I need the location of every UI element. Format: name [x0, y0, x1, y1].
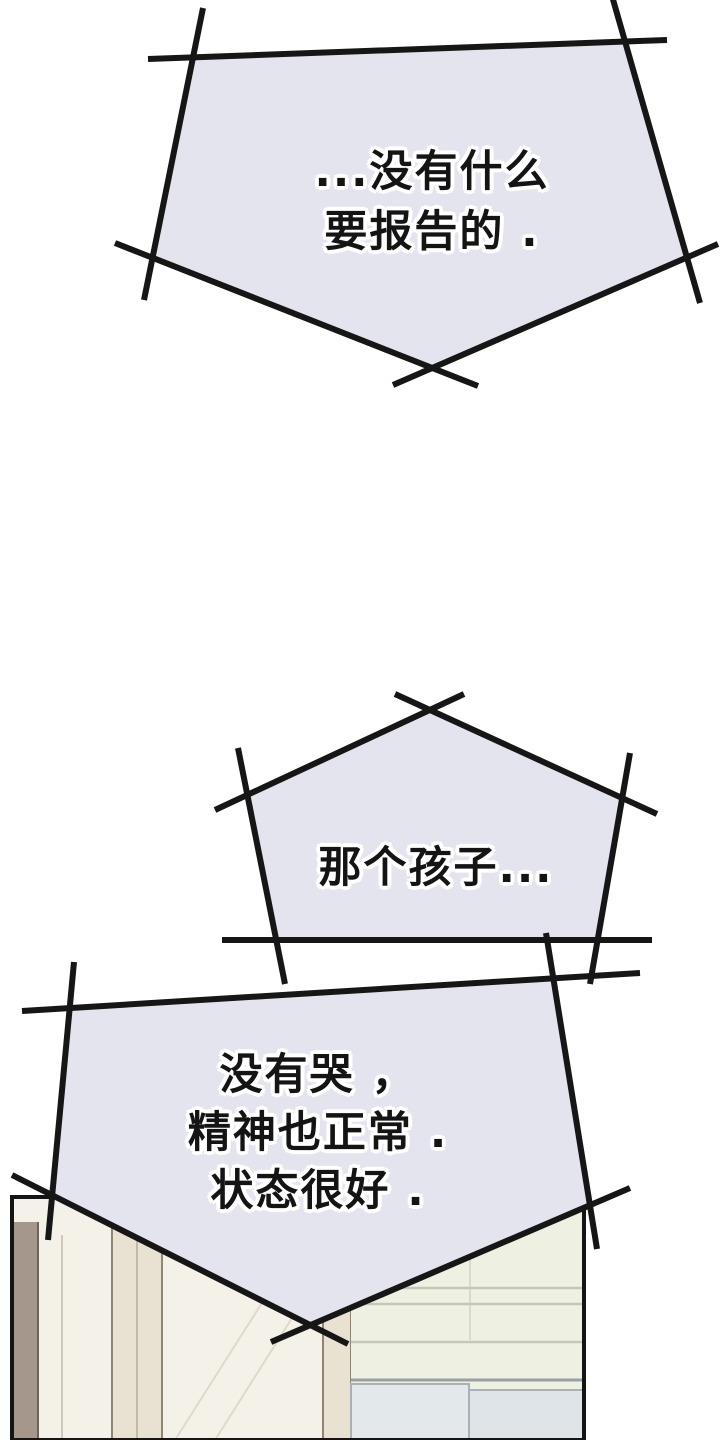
bubble-middle-text: 那个孩子... — [318, 838, 553, 898]
bubble-text-line: 要报告的 . — [324, 207, 540, 257]
scene-cabinet — [468, 1389, 584, 1440]
bubble-bottom-text: 没有哭 ， 精神也正常 . 状态很好 . — [188, 1046, 448, 1220]
bubble-text-line: 那个孩子... — [318, 843, 554, 893]
bubble-top-text: ...没有什么 要报告的 . — [314, 142, 549, 262]
bubble-text-line: 没有哭 ， — [219, 1050, 417, 1100]
bubble-top-outline — [113, 0, 720, 389]
bubble-middle-fill — [247, 710, 622, 940]
bubble-middle-outline — [213, 691, 659, 985]
bubble-text-line: ...没有什么 — [314, 147, 550, 197]
speech-bubble-bottom — [10, 932, 641, 1347]
speech-bubble-middle — [213, 691, 659, 985]
scene-cabinet — [350, 1383, 470, 1440]
bubble-text-line: 状态很好 . — [210, 1166, 426, 1216]
bubble-top-fill — [152, 42, 686, 368]
bubble-text-line: 精神也正常 . — [187, 1108, 449, 1158]
bubble-bottom-outline — [10, 932, 641, 1347]
bubble-bottom-fill — [52, 978, 590, 1325]
scene-left-wall-edge — [12, 1222, 38, 1440]
speech-bubble-top — [113, 0, 720, 389]
